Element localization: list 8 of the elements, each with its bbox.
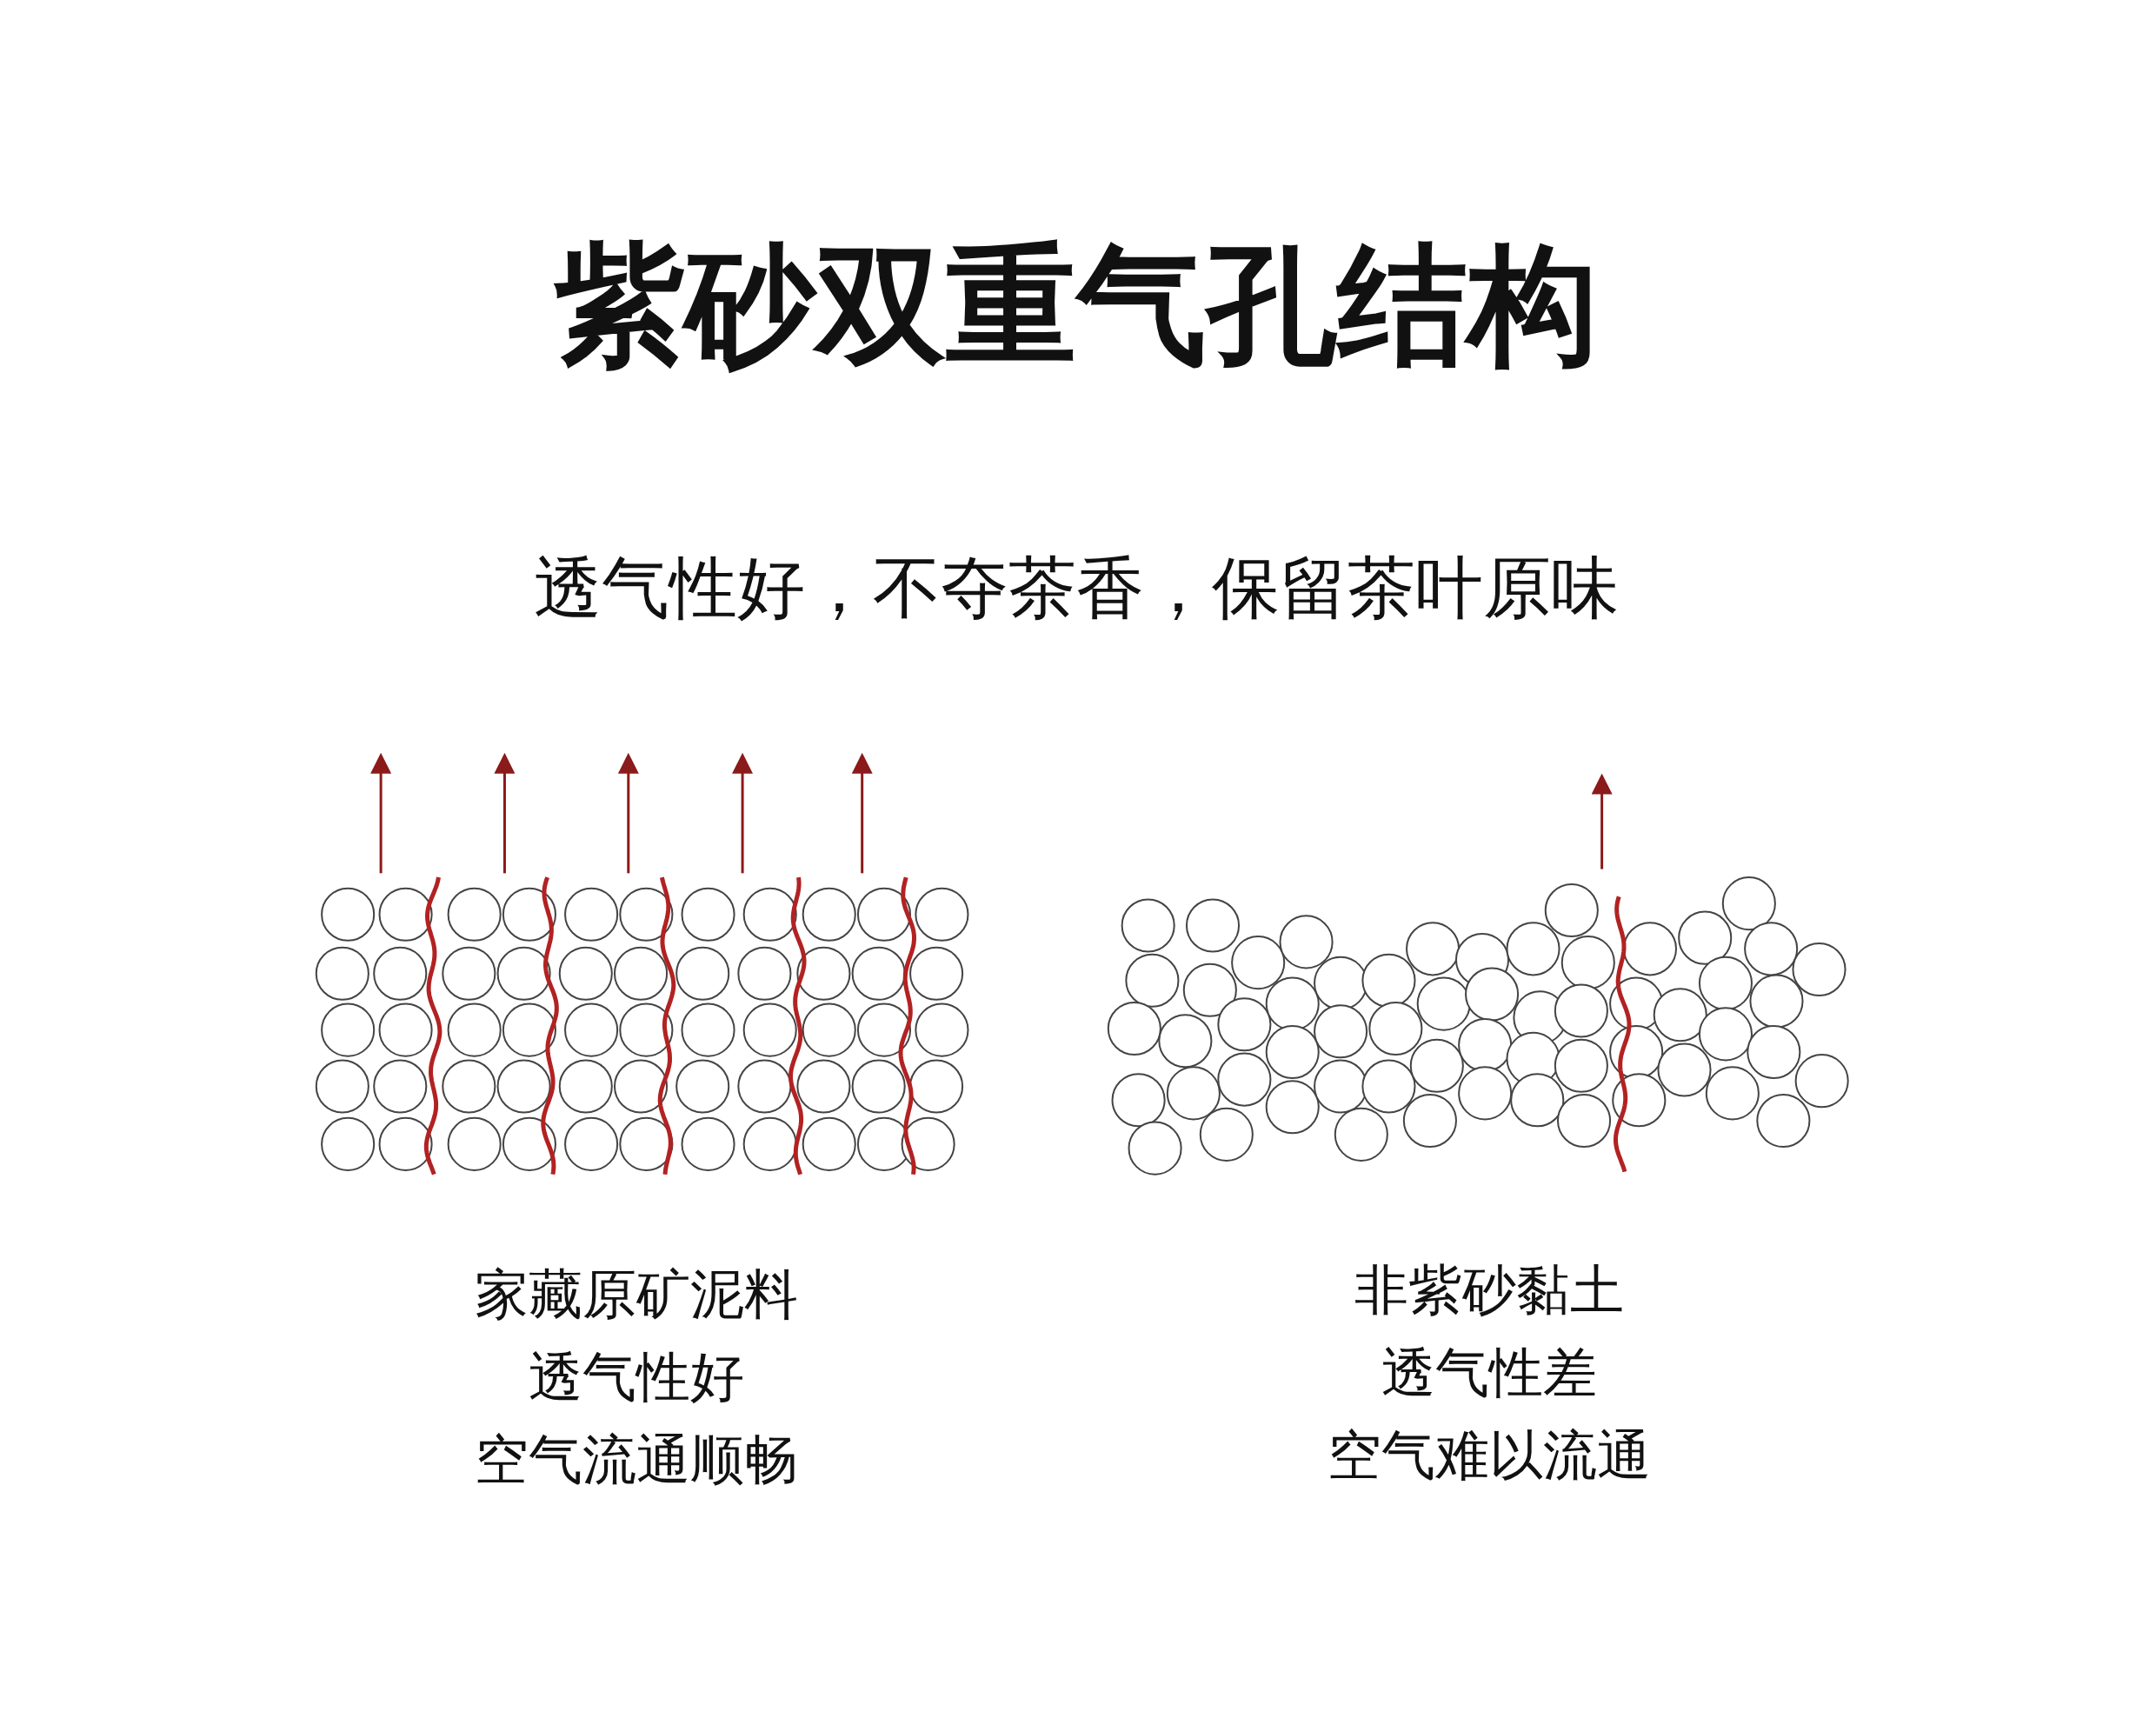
- caption-line: 透气性差: [1381, 1340, 1597, 1407]
- title: 紫砂双重气孔结构: [555, 227, 1599, 383]
- caption-line: 家藏原矿泥料: [475, 1262, 799, 1329]
- caption-line: 透气性好: [529, 1344, 745, 1411]
- subtitle: 透气性好，不夺茶香，保留茶叶原味: [534, 547, 1620, 629]
- caption-line: 非紫砂黏土: [1354, 1257, 1624, 1324]
- caption-line: 空气流通顺畅: [475, 1427, 799, 1493]
- caption-line: 空气难以流通: [1327, 1422, 1651, 1489]
